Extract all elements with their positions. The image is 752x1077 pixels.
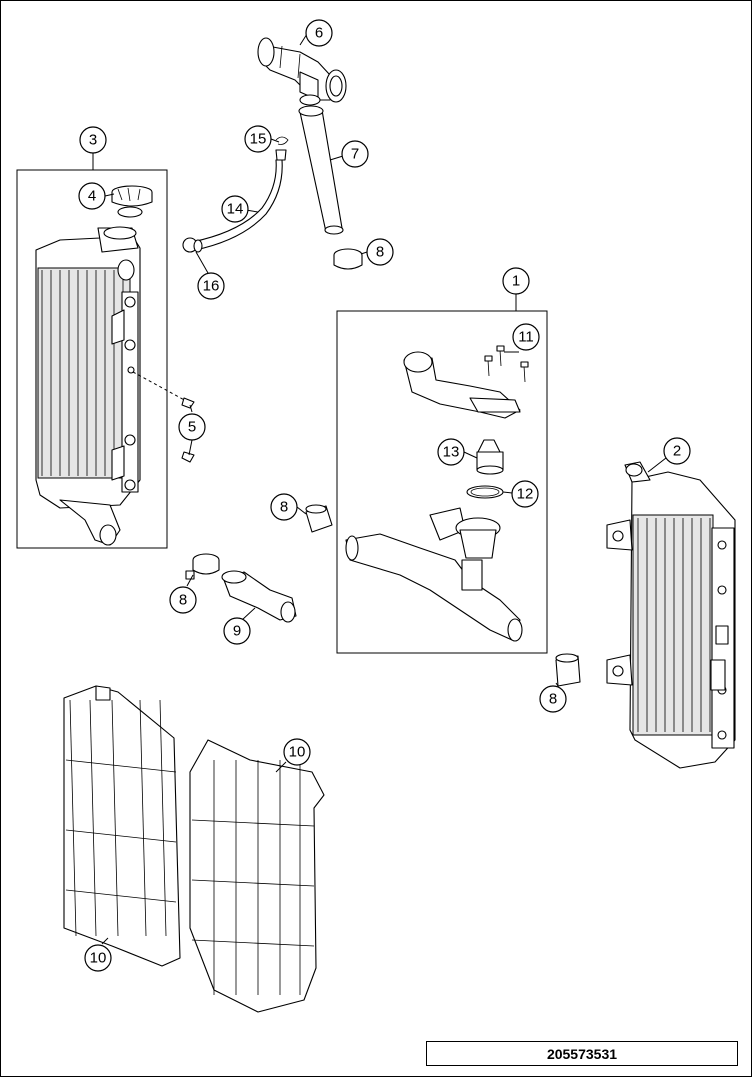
thermostat-housing-upper xyxy=(403,351,521,419)
svg-text:16: 16 xyxy=(203,278,220,295)
svg-text:8: 8 xyxy=(549,691,557,708)
leader-5b xyxy=(188,439,193,456)
group-box-thermostat-kit xyxy=(336,310,548,654)
clamp-upper xyxy=(333,248,363,270)
svg-text:2: 2 xyxy=(673,443,681,460)
leader-15 xyxy=(270,138,280,143)
radiator-guard-left xyxy=(63,685,181,967)
callout-16: 16 xyxy=(197,272,225,300)
thermostat-housing-lower xyxy=(345,507,523,642)
y-connector xyxy=(257,37,347,106)
leader-12 xyxy=(502,491,513,494)
breather-hose xyxy=(191,149,287,251)
group-box-left-radiator xyxy=(16,169,168,549)
leader-8d xyxy=(555,682,559,687)
callout-13: 13 xyxy=(437,438,465,466)
callout-6: 6 xyxy=(305,19,333,47)
callout-1: 1 xyxy=(502,267,530,295)
left-radiator xyxy=(35,226,141,546)
svg-text:15: 15 xyxy=(250,131,267,148)
svg-text:12: 12 xyxy=(517,486,534,503)
svg-text:10: 10 xyxy=(289,744,306,761)
leader-9 xyxy=(241,607,256,621)
callout-11: 11 xyxy=(512,323,540,351)
clip-16 xyxy=(182,237,203,253)
hose-7 xyxy=(298,105,344,235)
leader-2 xyxy=(647,457,667,473)
sleeve-middle xyxy=(305,504,333,533)
leader-8c xyxy=(186,574,194,587)
svg-text:11: 11 xyxy=(518,329,534,346)
svg-text:13: 13 xyxy=(443,444,460,461)
sleeve-right xyxy=(555,653,581,687)
leader-13 xyxy=(463,451,478,459)
bolts-11 xyxy=(484,345,529,383)
svg-text:4: 4 xyxy=(88,188,96,205)
leader-5a xyxy=(189,404,193,413)
callout-8-middle: 8 xyxy=(270,493,298,521)
thermostat-13 xyxy=(476,439,504,475)
callout-8-lower-left: 8 xyxy=(169,586,197,614)
leader-16 xyxy=(195,251,209,274)
svg-text:8: 8 xyxy=(280,499,288,516)
callout-10-left-guard: 10 xyxy=(84,944,112,972)
svg-text:6: 6 xyxy=(315,25,323,42)
callout-9: 9 xyxy=(223,617,251,645)
callout-3: 3 xyxy=(79,126,107,154)
svg-text:5: 5 xyxy=(188,419,196,436)
callout-8-right: 8 xyxy=(539,685,567,713)
svg-text:7: 7 xyxy=(351,146,359,163)
leader-10b xyxy=(275,761,287,773)
radiator-guard-right xyxy=(189,739,325,1013)
leader-8b xyxy=(296,506,307,515)
callout-4: 4 xyxy=(78,182,106,210)
o-ring-12 xyxy=(466,485,504,499)
clamp-lower xyxy=(185,553,220,580)
callout-7: 7 xyxy=(341,140,369,168)
leader-8a xyxy=(360,251,368,255)
svg-text:9: 9 xyxy=(233,623,241,640)
svg-text:14: 14 xyxy=(227,201,244,218)
callout-5: 5 xyxy=(178,413,206,441)
right-radiator xyxy=(606,461,736,769)
document-number: 205573531 xyxy=(426,1041,738,1066)
svg-text:3: 3 xyxy=(89,132,97,149)
svg-text:10: 10 xyxy=(90,950,107,967)
callout-8-upper: 8 xyxy=(366,238,394,266)
callout-14: 14 xyxy=(221,195,249,223)
screw-upper xyxy=(132,371,195,409)
leader-7 xyxy=(329,155,344,161)
clip-15 xyxy=(275,136,289,145)
radiator-cap xyxy=(111,185,153,218)
svg-text:8: 8 xyxy=(376,244,384,261)
callout-15: 15 xyxy=(244,125,272,153)
leader-10a xyxy=(101,937,109,945)
screw-lower xyxy=(181,451,195,463)
callout-12: 12 xyxy=(511,480,539,508)
callout-10-right-guard: 10 xyxy=(283,738,311,766)
svg-text:1: 1 xyxy=(512,273,520,290)
callout-2: 2 xyxy=(663,437,691,465)
hose-9 xyxy=(221,570,297,623)
leader-4 xyxy=(104,193,115,197)
svg-text:8: 8 xyxy=(179,592,187,609)
